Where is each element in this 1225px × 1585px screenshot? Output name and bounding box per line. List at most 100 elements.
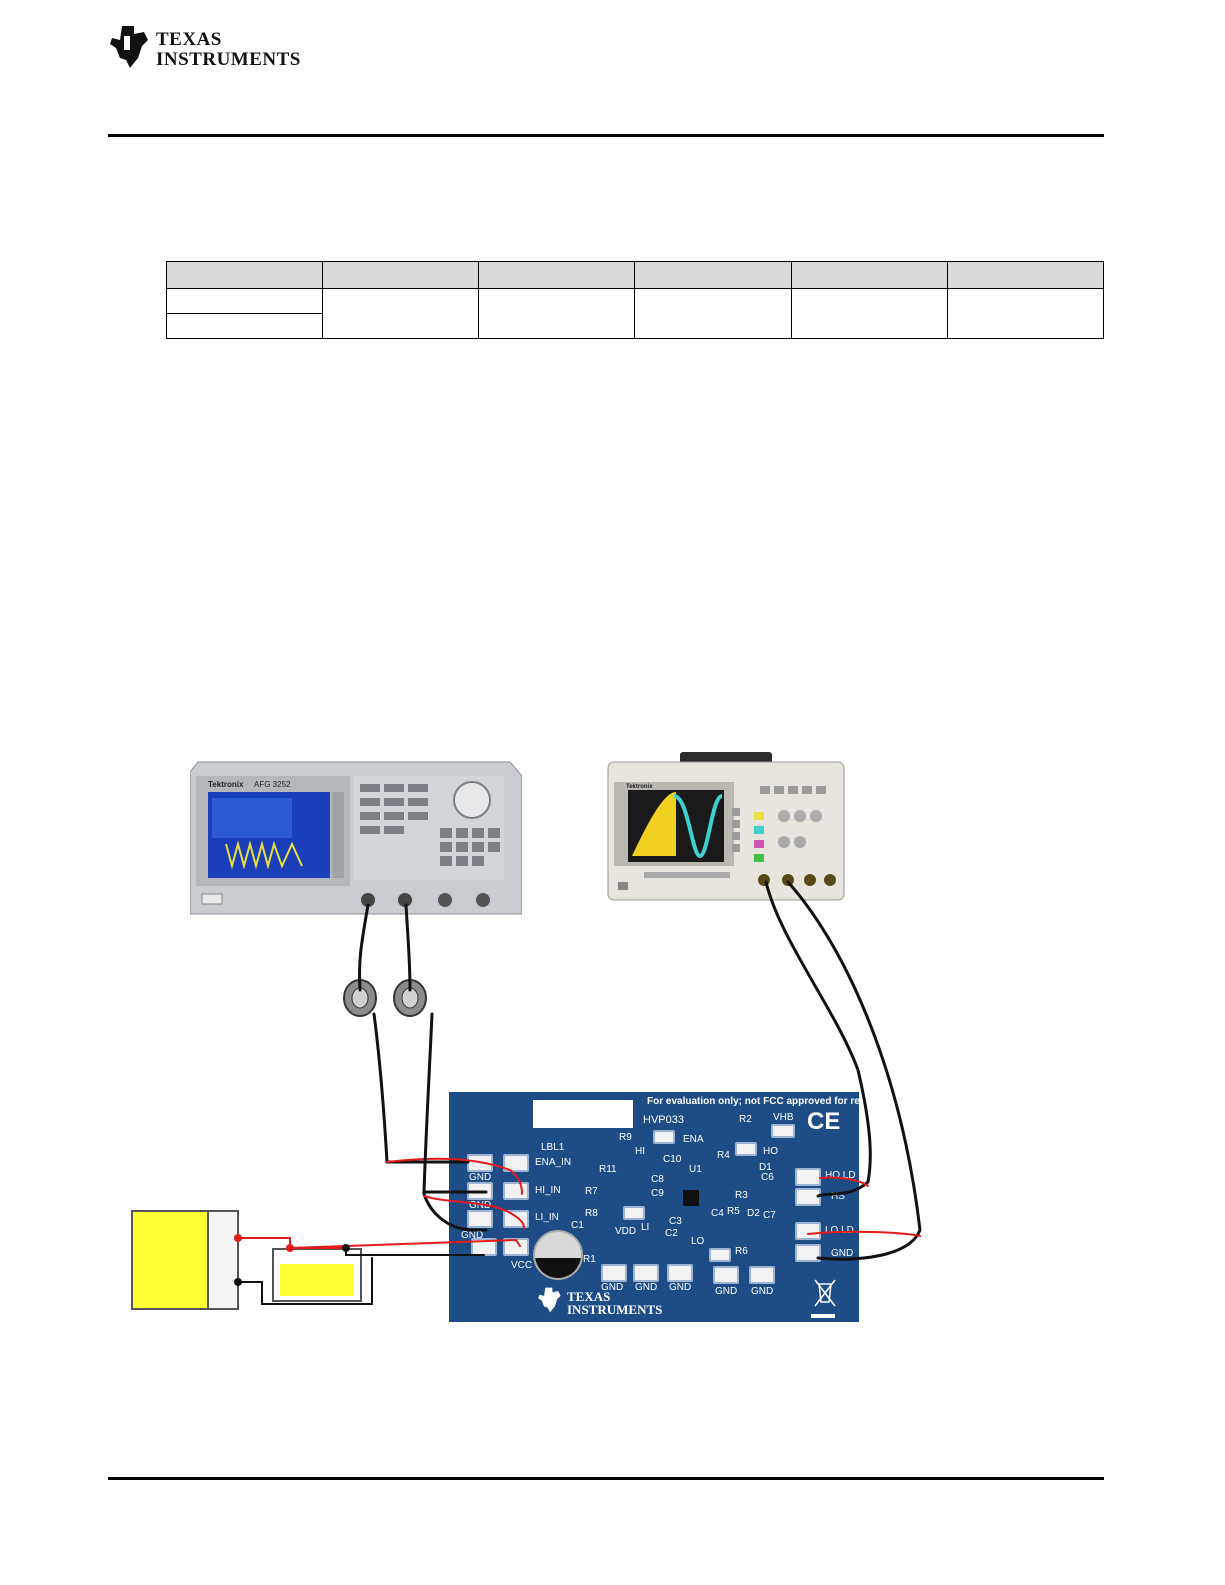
table-cell xyxy=(634,288,792,339)
label-c4: C4 xyxy=(711,1208,724,1219)
label-c2: C2 xyxy=(665,1228,678,1239)
pad-hi-in xyxy=(503,1182,529,1200)
board-notice: For evaluation only; not FCC approved fo… xyxy=(647,1096,883,1107)
junction-dot xyxy=(234,1278,242,1286)
board-label-lbl1: LBL1 xyxy=(541,1142,565,1153)
function-generator-image xyxy=(189,761,523,915)
table-cell xyxy=(165,313,324,339)
pad-gnd xyxy=(795,1244,821,1262)
label-gnd: GND xyxy=(831,1248,854,1259)
label-r6: R6 xyxy=(735,1246,748,1257)
wire-li-in xyxy=(423,1195,525,1229)
label-ho: HO xyxy=(763,1146,778,1157)
label-hi: HI xyxy=(635,1146,645,1157)
label-lo: LO xyxy=(691,1236,705,1247)
board-name: HVP033 xyxy=(643,1114,684,1126)
logo-line2: INSTRUMENTS xyxy=(156,49,301,70)
table-row xyxy=(165,288,1105,339)
label-r1: R1 xyxy=(583,1254,596,1265)
junction-dot xyxy=(342,1244,350,1252)
probe-ch2 xyxy=(786,880,922,1261)
label-gnd: GND xyxy=(461,1230,484,1241)
wire-hi-in xyxy=(386,1157,523,1195)
label-gnd: GND xyxy=(469,1200,492,1211)
pad-lo-ld xyxy=(795,1222,821,1240)
label-li: LI xyxy=(641,1222,650,1233)
label-r4: R4 xyxy=(717,1150,730,1161)
table-header-row xyxy=(165,261,1105,289)
table-cell xyxy=(790,288,948,339)
logo-line1: TEXAS xyxy=(156,29,222,50)
label-c10: C10 xyxy=(663,1154,682,1165)
table-header-cell xyxy=(946,261,1105,289)
board-logo: TEXAS INSTRUMENTS xyxy=(567,1290,662,1316)
label-c8: C8 xyxy=(651,1174,664,1185)
table-cell xyxy=(322,288,480,339)
ti-logo: TEXAS INSTRUMENTS xyxy=(108,24,301,74)
wire-junctions xyxy=(234,1234,350,1286)
label-ena-in: ENA_IN xyxy=(535,1157,572,1168)
label-gnd: GND xyxy=(635,1282,658,1293)
label-gnd: GND xyxy=(669,1282,692,1293)
ic-u1 xyxy=(683,1190,699,1206)
spec-table xyxy=(165,261,1105,339)
cable-ch2 xyxy=(404,903,412,992)
label-u1: U1 xyxy=(689,1164,702,1175)
board-logo-line2: INSTRUMENTS xyxy=(567,1302,663,1317)
junction-dot xyxy=(234,1234,242,1242)
label-r3: R3 xyxy=(735,1190,748,1201)
cable-ch1 xyxy=(357,903,370,992)
pad-vhb xyxy=(771,1124,795,1138)
label-r5: R5 xyxy=(727,1206,740,1217)
probe-ch1 xyxy=(764,880,872,1198)
cable-ch1-ground xyxy=(372,1012,470,1164)
generator-model: AFG 3252 xyxy=(254,780,291,789)
power-supply-terminals xyxy=(207,1210,239,1310)
scope-brand: Tektronix xyxy=(626,784,653,790)
bnc-connectors xyxy=(343,979,427,1017)
label-d2: D2 xyxy=(747,1208,760,1219)
label-d1: D1 xyxy=(759,1162,772,1173)
pad-ena xyxy=(653,1130,675,1144)
table-row xyxy=(165,313,1104,339)
label-vcc: VCC xyxy=(511,1260,533,1271)
pad-gnd xyxy=(633,1264,659,1282)
generator-brand: Tektronix xyxy=(208,780,244,789)
label-gnd: GND xyxy=(469,1172,492,1183)
label-c1: C1 xyxy=(571,1220,584,1231)
pad-ho xyxy=(735,1142,757,1156)
footer-rule xyxy=(108,1477,1104,1480)
pad-ena-in xyxy=(503,1154,529,1172)
weee-bar xyxy=(811,1314,835,1318)
label-c7: C7 xyxy=(763,1210,776,1221)
label-lo-ld: LO LD xyxy=(825,1225,854,1236)
cable-ch2-ground-a xyxy=(422,1012,488,1194)
pad-gnd xyxy=(667,1264,693,1282)
label-r9: R9 xyxy=(619,1132,632,1143)
table-cell xyxy=(478,288,636,339)
label-vhb: VHB xyxy=(773,1112,794,1123)
table-cell xyxy=(946,288,1105,339)
pad-gnd xyxy=(467,1210,493,1228)
pad-gnd xyxy=(749,1266,775,1284)
label-ena: ENA xyxy=(683,1134,704,1145)
weee-bin-icon xyxy=(814,1279,836,1307)
pad-li xyxy=(623,1206,645,1220)
table-header-cell xyxy=(165,261,324,289)
label-r7: R7 xyxy=(585,1186,598,1197)
label-gnd: GND xyxy=(601,1282,624,1293)
meter-display xyxy=(280,1264,354,1296)
header-rule xyxy=(108,134,1104,137)
pad-gnd xyxy=(601,1264,627,1282)
label-r2: R2 xyxy=(739,1114,752,1125)
wire-gnd-return xyxy=(237,1257,373,1305)
pad-lo xyxy=(709,1248,731,1262)
label-c9: C9 xyxy=(651,1188,664,1199)
oscilloscope: Tektronix xyxy=(604,752,848,902)
board-ti-logo-icon xyxy=(538,1287,561,1313)
label-hs: HS xyxy=(831,1191,845,1202)
label-hi-in: HI_IN xyxy=(535,1185,561,1196)
label-gnd: GND xyxy=(751,1286,774,1297)
label-li-in: LI_IN xyxy=(535,1212,559,1223)
